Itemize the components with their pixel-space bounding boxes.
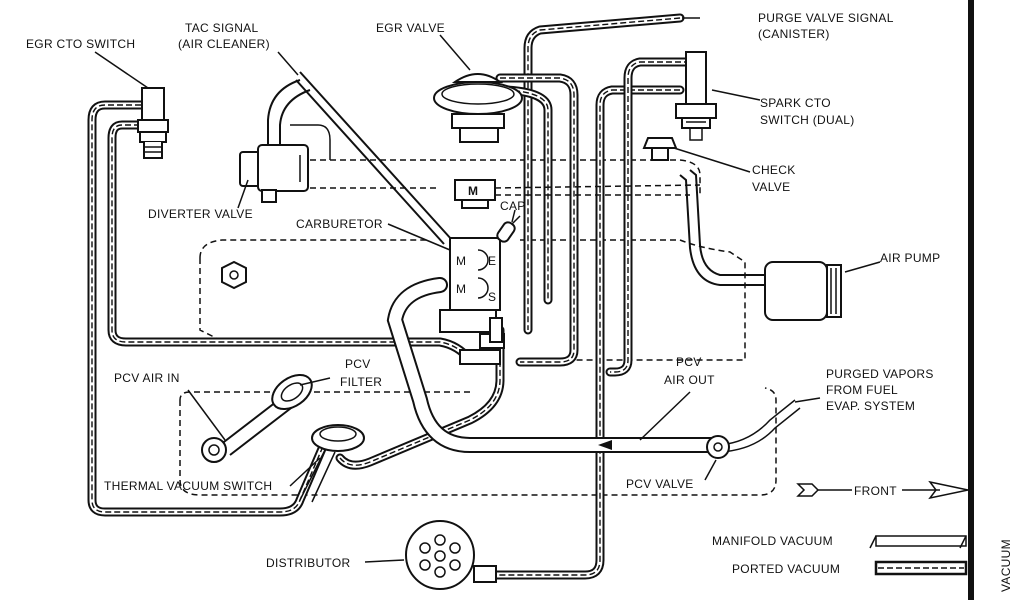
leader-lines <box>94 17 881 563</box>
hose-purge-valve <box>523 13 685 335</box>
carburetor: M E M S <box>439 237 505 365</box>
carb-s: S <box>488 290 496 304</box>
carb-cap <box>496 209 516 243</box>
label-thermal-vacuum-switch: THERMAL VACUUM SWITCH <box>104 479 272 493</box>
label-egr-valve: EGR VALVE <box>376 21 445 35</box>
m-valve: M <box>454 179 496 209</box>
spark-cto-switch <box>675 51 717 141</box>
label-tac-signal-2: (AIR CLEANER) <box>178 37 270 51</box>
label-spark-cto-2: SWITCH (DUAL) <box>760 113 855 127</box>
egr-cto-switch <box>137 87 169 159</box>
hose-egr-cto-loop <box>87 100 335 517</box>
label-air-pump: AIR PUMP <box>880 251 940 265</box>
pcv-air-in-fitting <box>201 437 227 463</box>
pcv-air-out-tube <box>386 277 728 453</box>
m-valve-letter: M <box>468 184 478 198</box>
label-check-valve-2: VALVE <box>752 180 790 194</box>
label-front: FRONT <box>854 484 897 498</box>
label-egr-cto-switch: EGR CTO SWITCH <box>26 37 135 51</box>
label-pcv-air-in: PCV AIR IN <box>114 371 180 385</box>
legend-ported-swatch <box>874 560 968 576</box>
diverter-tube <box>267 79 311 145</box>
tac-signal-tube-2 <box>295 79 445 245</box>
air-pump-tube <box>689 169 770 276</box>
purged-vapors-line <box>719 399 796 446</box>
legend: MANIFOLD VACUUM PORTED VACUUM <box>712 534 968 576</box>
carb-e: E <box>488 254 496 268</box>
tac-signal-tube <box>299 71 453 241</box>
air-pump <box>764 261 842 321</box>
label-pcv-valve: PCV VALVE <box>626 477 694 491</box>
thermal-vacuum-switch <box>299 424 365 503</box>
label-pcv-filter-2: FILTER <box>340 375 382 389</box>
margin-text: VACUUM <box>999 539 1013 592</box>
air-pump-tube-inner <box>679 174 770 286</box>
block-nut-hole <box>229 270 239 280</box>
hose-tvs-to-carb <box>335 325 505 470</box>
label-carburetor: CARBURETOR <box>296 217 383 231</box>
label-diverter-valve: DIVERTER VALVE <box>148 207 253 221</box>
air-pump-bracket <box>300 159 701 195</box>
pcv-filter <box>271 373 313 411</box>
legend-manifold-label: MANIFOLD VACUUM <box>712 534 833 548</box>
pcv-flow-arrow <box>598 440 612 450</box>
label-check-valve-1: CHECK <box>752 163 796 177</box>
label-pcv-filter-1: PCV <box>345 357 371 371</box>
pcv-valve <box>706 435 730 459</box>
label-pcv-air-out-2: AIR OUT <box>664 373 715 387</box>
legend-manifold-swatch <box>869 535 967 549</box>
carb-m-upper: M <box>456 254 466 268</box>
egr-valve <box>433 73 523 143</box>
label-purged-vapors-1: PURGED VAPORS <box>826 367 934 381</box>
legend-ported-label: PORTED VACUUM <box>732 562 840 576</box>
label-pcv-air-out-1: PCV <box>676 355 702 369</box>
right-border <box>968 0 974 600</box>
label-distributor: DISTRIBUTOR <box>266 556 350 570</box>
label-spark-cto-1: SPARK CTO <box>760 96 831 110</box>
hose-egr-valve <box>495 73 579 367</box>
distributor <box>405 520 497 590</box>
front-arrow: FRONT <box>796 480 969 500</box>
label-purge-valve-1: PURGE VALVE SIGNAL <box>758 11 894 25</box>
diverter-tube-2 <box>290 124 331 160</box>
block-nut <box>221 260 247 290</box>
hose-spark-cto-2 <box>605 57 695 377</box>
carb-m-lower: M <box>456 282 466 296</box>
hose-egr-cto-inner <box>107 120 475 365</box>
label-tac-signal-1: TAC SIGNAL <box>185 21 258 35</box>
hose-spark-cto-to-distributor <box>490 85 685 580</box>
diverter-valve <box>239 144 309 203</box>
check-valve <box>642 137 678 161</box>
label-purge-valve-2: (CANISTER) <box>758 27 830 41</box>
label-cap: CAP <box>500 199 526 213</box>
label-purged-vapors-2: FROM FUEL <box>826 383 898 397</box>
m-valve-lines <box>494 184 701 196</box>
label-purged-vapors-3: EVAP. SYSTEM <box>826 399 915 413</box>
